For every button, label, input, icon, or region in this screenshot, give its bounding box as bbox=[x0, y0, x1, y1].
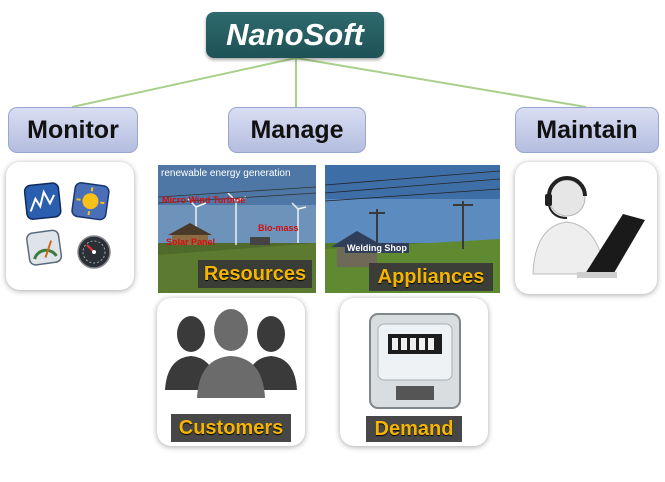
category-manage-label: Manage bbox=[250, 115, 344, 144]
root-node: NanoSoft bbox=[206, 12, 384, 58]
category-maintain-label: Maintain bbox=[536, 115, 638, 144]
demand-label-box: Demand bbox=[366, 416, 462, 442]
scene-tag-turbine: Micro Wind Turbine bbox=[162, 195, 246, 205]
people-icon bbox=[165, 309, 297, 398]
resources-label: Resources bbox=[203, 262, 307, 285]
customers-label: Customers bbox=[178, 416, 284, 439]
monitor-card bbox=[6, 162, 134, 290]
meter-dial-icon bbox=[77, 235, 111, 269]
customers-label-box: Customers bbox=[171, 414, 291, 442]
scene-tag-solar: Solar Panel bbox=[166, 237, 216, 247]
scene-tag-shop: Welding Shop bbox=[345, 243, 409, 253]
appliances-label-box: Appliances bbox=[369, 263, 493, 291]
category-manage: Manage bbox=[228, 107, 366, 153]
sun-icon bbox=[71, 182, 110, 221]
scene-title: renewable energy generation bbox=[161, 168, 291, 179]
electric-meter-icon bbox=[369, 313, 461, 409]
gauge-icon bbox=[26, 229, 63, 266]
chart-icon bbox=[23, 182, 62, 220]
root-label: NanoSoft bbox=[226, 17, 364, 52]
appliances-label: Appliances bbox=[377, 265, 485, 288]
category-monitor: Monitor bbox=[8, 107, 138, 153]
resources-photo[interactable]: renewable energy generation Micro Wind T… bbox=[158, 165, 316, 293]
demand-label: Demand bbox=[374, 417, 454, 440]
category-maintain: Maintain bbox=[515, 107, 659, 153]
monitor-icons bbox=[23, 182, 111, 269]
scene-tag-bio: Bio-mass bbox=[258, 223, 299, 233]
resources-label-box: Resources bbox=[198, 260, 312, 288]
appliances-photo[interactable]: Welding Shop Appliances bbox=[325, 165, 500, 293]
customers-card[interactable]: Customers bbox=[157, 298, 305, 446]
support-agent-icon bbox=[532, 176, 645, 278]
maintain-card bbox=[515, 162, 657, 294]
demand-card[interactable]: Demand bbox=[340, 298, 488, 446]
category-monitor-label: Monitor bbox=[27, 115, 119, 144]
